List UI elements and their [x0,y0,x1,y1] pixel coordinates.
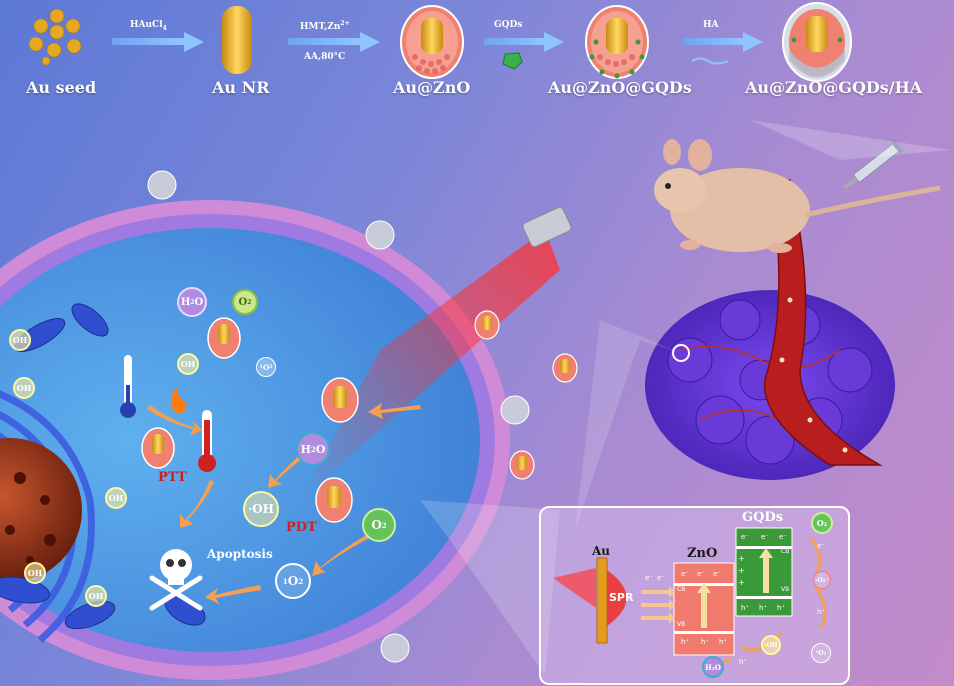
cytoplasm [0,228,480,652]
step-au-zno-gqds: Au@ZnO@GQDs [548,78,692,97]
electron-label: e⁻ [817,542,826,550]
nanoparticle-in-cell [315,477,353,523]
electron-label: e⁻ [713,570,722,578]
blood-vessel [763,179,883,466]
au-nanorod-icon [222,6,252,74]
mechanism-inset: Au ZnO GQDs SPR e⁻ e⁻ e⁻ e⁻ e⁻ e⁻ e⁻ e⁻ … [539,506,850,685]
apoptosis-label: Apoptosis [207,547,273,561]
plus-label: + [738,566,745,575]
arrow-right-icon [288,32,380,52]
hole-label: h⁺ [741,604,750,612]
electron-label: e⁻ [761,533,770,541]
electron-label: e⁻ [657,574,666,582]
hole-label: h⁺ [817,608,826,616]
zoom-circle [672,344,690,362]
electron-label: e⁻ [697,570,706,578]
electron-label: e⁻ [741,533,750,541]
skull-crossbones-icon [149,549,203,611]
oh-bubble: OH [177,353,199,375]
oh-bubble: OH [9,329,31,351]
mitochondria [0,303,206,630]
cell-scene [0,120,950,680]
arrow-right-icon [112,32,204,52]
pdt-label: PDT [286,520,317,535]
plus-label: + [738,578,745,587]
o2-bubble: O₂ [811,512,833,534]
step-au-seed: Au seed [26,78,97,97]
electron-label: e⁻ [779,533,788,541]
nanoparticle-in-cell [321,377,359,423]
oh-bubble: OH [105,487,127,509]
ha-chain-icon [691,57,729,65]
gqd-flake-icon [502,52,523,70]
h2o-bubble: H₂O [702,656,724,678]
step-au-nr: Au NR [212,78,270,97]
oh-bubble: ·OH [761,635,781,655]
arrow-right-icon [484,32,564,52]
nanoparticle-in-cell [207,317,241,359]
arrow-right-icon [683,32,763,52]
ptt-label: PTT [158,470,187,485]
oh-bubble: OH [13,377,35,399]
arrow2-label-top: HMT,Zn2+ [300,20,350,32]
thermometer-icon [120,355,136,418]
oh-bubble: OH [85,585,107,607]
electron-label: e⁻ [645,574,654,582]
oh-bubble: OH [24,562,46,584]
hole-label: h⁺ [701,638,710,646]
arrow4-label: HA [703,20,719,30]
mouse-icon [654,139,941,253]
gqds-label: GQDs [742,510,784,525]
au-seed-icon [28,8,82,66]
hole-label: h⁺ [739,658,748,666]
flame-icon [171,386,187,414]
vb-label: VB [781,586,790,593]
step-au-zno: Au@ZnO [393,78,471,97]
laser-beam [300,230,560,500]
zno-label: ZnO [687,546,718,561]
hole-label: h⁺ [681,638,690,646]
au-label: Au [592,544,611,558]
vb-label: VB [677,621,686,628]
zoom-cone [420,500,560,675]
arrow3-label: GQDs [494,20,523,30]
syringe-icon [843,138,904,190]
cb-label: CB [677,586,686,593]
hole-label: h⁺ [759,604,768,612]
step-au-zno-gqds-ha: Au@ZnO@GQDs/HA [745,78,923,97]
arrow1-label: HAuCl4 [130,20,167,32]
au-zno-particle-icon [400,5,464,79]
plus-label: + [738,554,745,563]
au-zno-gqds-ha-particle-icon [782,2,852,82]
nanoparticle-in-cell [141,427,175,469]
superoxide-bubble: ·O₂⁻ [813,571,831,589]
hole-label: h⁺ [777,604,786,612]
cb-label: CB [781,548,790,555]
receptor-bound-particles [147,170,530,663]
hydroxyl-radical-bubble: ·OH [243,491,279,527]
au-zno-gqds-particle-icon [585,5,649,79]
spr-label: SPR [609,591,634,604]
singlet-oxygen-bubble: ¹O₂ [811,643,831,663]
arrow2-label-bottom: AA,80°C [304,52,346,62]
electron-label: e⁻ [681,570,690,578]
thermometer-hot-icon [198,410,216,472]
nanoparticle-outside [474,310,578,480]
hole-label: h⁺ [719,638,728,646]
laser-emitter-icon [522,206,572,248]
reaction-arrows [147,403,421,604]
